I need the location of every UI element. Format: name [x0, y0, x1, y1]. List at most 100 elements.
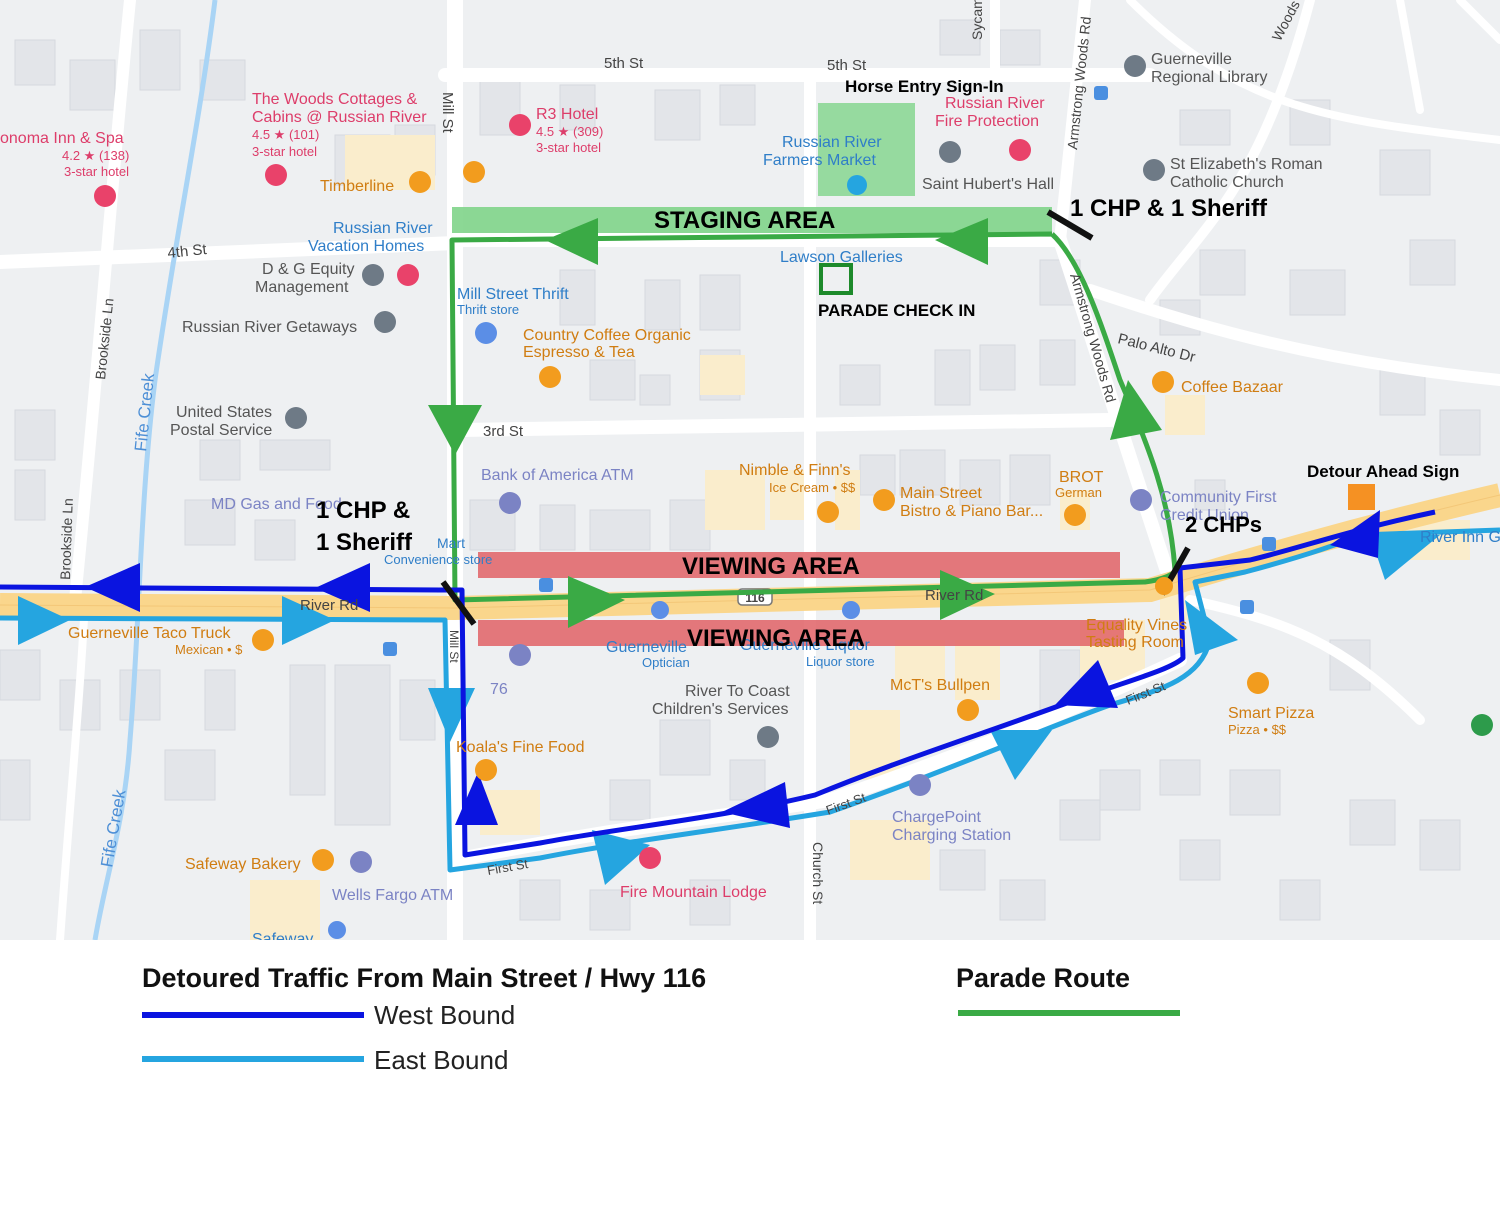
- svg-text:Lawson Galleries: Lawson Galleries: [780, 249, 903, 266]
- svg-text:Guerneville Taco Truck: Guerneville Taco Truck: [68, 625, 231, 642]
- atm-icon: [499, 492, 521, 514]
- svg-text:Wells Fargo ATM: Wells Fargo ATM: [332, 887, 453, 904]
- street-5th-a: 5th St: [604, 55, 644, 72]
- svg-text:Main Street: Main Street: [900, 485, 982, 502]
- svg-text:D & G Equity: D & G Equity: [262, 261, 354, 278]
- viewing-area-north-label: VIEWING AREA: [682, 553, 860, 580]
- svg-text:Optician: Optician: [642, 655, 690, 670]
- commercial-areas: [250, 135, 1470, 940]
- svg-text:Community First: Community First: [1160, 489, 1277, 506]
- event-annotations: Horse Entry Sign-In STAGING AREA PARADE …: [316, 77, 1459, 652]
- detour-sign-label: Detour Ahead Sign: [1307, 462, 1459, 481]
- svg-text:4.2 ★ (138): 4.2 ★ (138): [62, 148, 129, 163]
- hotel-icon: [509, 114, 531, 136]
- svg-text:Mart: Mart: [437, 535, 465, 551]
- west-bound-label: West Bound: [374, 1000, 516, 1030]
- horse-entry-area: [818, 103, 915, 196]
- svg-text:German: German: [1055, 485, 1102, 500]
- east-bound-line: [0, 527, 1500, 873]
- svg-text:ChargePoint: ChargePoint: [892, 809, 982, 826]
- svg-text:Catholic Church: Catholic Church: [1170, 174, 1284, 191]
- bar-icon: [957, 699, 979, 721]
- svg-text:Mexican • $: Mexican • $: [175, 642, 243, 657]
- svg-text:3-star hotel: 3-star hotel: [252, 144, 317, 159]
- svg-text:Guerneville: Guerneville: [606, 639, 687, 656]
- pizza-icon: [1247, 672, 1269, 694]
- svg-text:Guerneville Liquor: Guerneville Liquor: [740, 637, 871, 654]
- svg-text:Koala's Fine Food: Koala's Fine Food: [456, 739, 584, 756]
- svg-text:Smart Pizza: Smart Pizza: [1228, 705, 1314, 722]
- svg-text:Safeway Bakery: Safeway Bakery: [185, 856, 301, 873]
- svg-text:Fire Protection: Fire Protection: [935, 113, 1039, 130]
- restaurant-icon: [475, 759, 497, 781]
- parade-check-in-label: PARADE CHECK IN: [818, 301, 975, 320]
- street-3rd: 3rd St: [483, 423, 524, 440]
- horse-entry-label: Horse Entry Sign-In: [845, 77, 1004, 96]
- market-icon: [847, 175, 867, 195]
- svg-text:onoma Inn & Spa: onoma Inn & Spa: [0, 130, 124, 147]
- shop-icon: [475, 322, 497, 344]
- streets: [0, 0, 1500, 940]
- svg-text:Thrift store: Thrift store: [457, 302, 519, 317]
- svg-text:Postal Service: Postal Service: [170, 422, 272, 439]
- svg-text:Espresso & Tea: Espresso & Tea: [523, 344, 635, 361]
- svg-text:Bistro & Piano Bar...: Bistro & Piano Bar...: [900, 503, 1043, 520]
- hotel-icon: [265, 164, 287, 186]
- street-river-rd-c: River Rd: [925, 587, 983, 604]
- hotel-icon: [639, 847, 661, 869]
- map-canvas[interactable]: 116: [0, 0, 1500, 940]
- street-church: Church St: [810, 842, 826, 904]
- chp-sheriff-ne-barrier: [1046, 209, 1094, 241]
- svg-text:Russian River: Russian River: [333, 220, 433, 237]
- park-icon: [1471, 714, 1493, 736]
- detour-sign-marker: [1348, 484, 1375, 510]
- hotel-icon: [94, 185, 116, 207]
- restaurant-icon: [409, 171, 431, 193]
- legend: Detoured Traffic From Main Street / Hwy …: [0, 940, 1500, 1219]
- svg-text:Coffee Bazaar: Coffee Bazaar: [1181, 379, 1284, 396]
- svg-text:The Woods Cottages &: The Woods Cottages &: [252, 91, 417, 108]
- street-mill: Mill St: [439, 92, 456, 134]
- detour-legend-title: Detoured Traffic From Main Street / Hwy …: [142, 963, 707, 993]
- viewing-area-north-band: [478, 552, 1120, 578]
- svg-text:Farmers Market: Farmers Market: [763, 152, 876, 169]
- svg-text:4.5 ★ (101): 4.5 ★ (101): [252, 127, 319, 142]
- svg-text:Country Coffee Organic: Country Coffee Organic: [523, 327, 691, 344]
- fife-creek: [92, 0, 218, 940]
- svg-text:St Elizabeth's Roman: St Elizabeth's Roman: [1170, 156, 1322, 173]
- svg-text:Ice Cream • $$: Ice Cream • $$: [769, 480, 856, 495]
- svg-text:Vacation Homes: Vacation Homes: [308, 238, 424, 255]
- gas-icon: [509, 644, 531, 666]
- svg-text:United States: United States: [176, 404, 272, 421]
- svg-text:McT's Bullpen: McT's Bullpen: [890, 677, 990, 694]
- viewing-area-south-label: VIEWING AREA: [687, 625, 865, 652]
- svg-text:Saint Hubert's Hall: Saint Hubert's Hall: [922, 176, 1054, 193]
- svg-text:Charging Station: Charging Station: [892, 827, 1011, 844]
- svg-text:Liquor store: Liquor store: [806, 654, 875, 669]
- svg-text:3-star hotel: 3-star hotel: [536, 140, 601, 155]
- svg-text:Safeway: Safeway: [252, 931, 313, 940]
- shop-icon: [651, 601, 669, 619]
- svg-text:Regional Library: Regional Library: [1151, 69, 1268, 86]
- poi-markers: [94, 55, 1493, 939]
- cafe-icon: [539, 366, 561, 388]
- restaurant-icon: [873, 489, 895, 511]
- svg-text:Bank of America ATM: Bank of America ATM: [481, 467, 634, 484]
- svg-text:Timberline: Timberline: [320, 178, 394, 195]
- library-icon: [1124, 55, 1146, 77]
- street-mill-south: Mill St: [447, 630, 461, 663]
- place-labels: The Woods Cottages & Cabins @ Russian Ri…: [0, 51, 1500, 940]
- west-bound-arrows: [85, 510, 1380, 828]
- restaurant-icon: [312, 849, 334, 871]
- street-brookside-b: Brookside Ln: [57, 498, 76, 580]
- restaurant-icon: [252, 629, 274, 651]
- west-bound-line: [0, 509, 1436, 858]
- svg-text:Equality Vines: Equality Vines: [1086, 617, 1187, 634]
- chp-sheriff-w-barrier: [440, 580, 477, 626]
- svg-text:BROT: BROT: [1059, 469, 1104, 486]
- svg-text:Convenience store: Convenience store: [384, 552, 492, 567]
- east-bound-arrows: [18, 535, 1440, 885]
- church-icon: [1143, 159, 1165, 181]
- pin-icon: [374, 311, 396, 333]
- mail-icon: [285, 407, 307, 429]
